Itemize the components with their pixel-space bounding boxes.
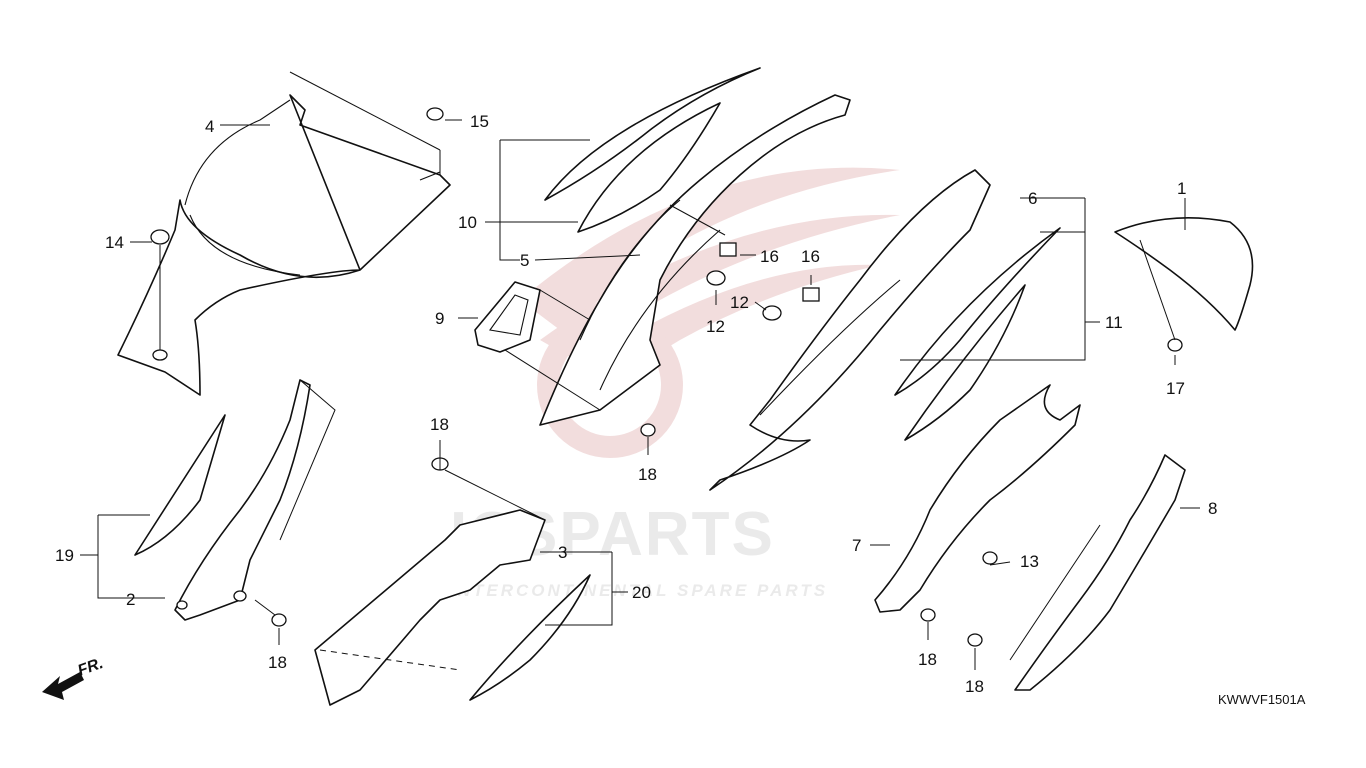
front-arrow-icon <box>42 672 84 700</box>
callout-19: 19 <box>55 546 74 565</box>
part-19-side-decal <box>134 414 226 556</box>
callout-15: 13 <box>1020 552 1039 571</box>
part-3-lower-body-cover <box>314 509 546 706</box>
callout-18-c: 18 <box>268 653 287 672</box>
part-7-inner-cover <box>874 384 1081 613</box>
part-10-stripe-decal <box>544 67 761 233</box>
part-8-under-cover <box>1014 454 1186 691</box>
part-11-stripes <box>894 227 1061 441</box>
callout-10: 10 <box>458 213 477 232</box>
callout-labels: 4 15 14 10 5 9 16 16 12 12 6 11 1 17 18 … <box>55 112 1217 696</box>
part-4-rear-center-cowl <box>117 94 451 396</box>
callout-12-a: 12 <box>706 317 725 336</box>
callout-20: 20 <box>632 583 651 602</box>
callout-3: 3 <box>558 543 567 562</box>
callout-4: 4 <box>205 117 214 136</box>
front-label: FR. <box>76 655 106 680</box>
part-1-tail-cap <box>1114 216 1254 331</box>
callout-16-b: 16 <box>801 247 820 266</box>
callout-2: 2 <box>126 590 135 609</box>
callout-16-a: 16 <box>760 247 779 266</box>
callout-17: 17 <box>1166 379 1185 398</box>
callout-1: 1 <box>1177 179 1186 198</box>
callout-7: 7 <box>852 536 861 555</box>
callout-18-a: 18 <box>430 415 449 434</box>
callout-9: 9 <box>435 309 444 328</box>
part-6-body-cover <box>709 169 991 491</box>
part-5-rear-side-cover-inner <box>539 94 851 426</box>
part-9-rear-grip <box>474 281 541 353</box>
part-2-left-body-cover <box>174 379 311 621</box>
callout-11: 11 <box>1105 313 1123 332</box>
callout-12-b: 12 <box>730 293 749 312</box>
callout-13: 14 <box>105 233 124 252</box>
watermark-tagline: INTERCONTINENTAL SPARE PARTS <box>450 581 828 600</box>
callout-8: 8 <box>1208 499 1217 518</box>
part-20-lower-decal <box>469 574 591 701</box>
front-direction-indicator: FR. <box>42 655 106 700</box>
callout-14: 15 <box>470 112 489 131</box>
callout-6: 6 <box>1028 189 1037 208</box>
diagram-code: KWWVF1501A <box>1218 692 1306 707</box>
leader-lines <box>80 71 1200 670</box>
callout-18-d: 18 <box>918 650 937 669</box>
callout-5: 5 <box>520 251 529 270</box>
callout-18-e: 18 <box>965 677 984 696</box>
callout-18-b: 18 <box>638 465 657 484</box>
